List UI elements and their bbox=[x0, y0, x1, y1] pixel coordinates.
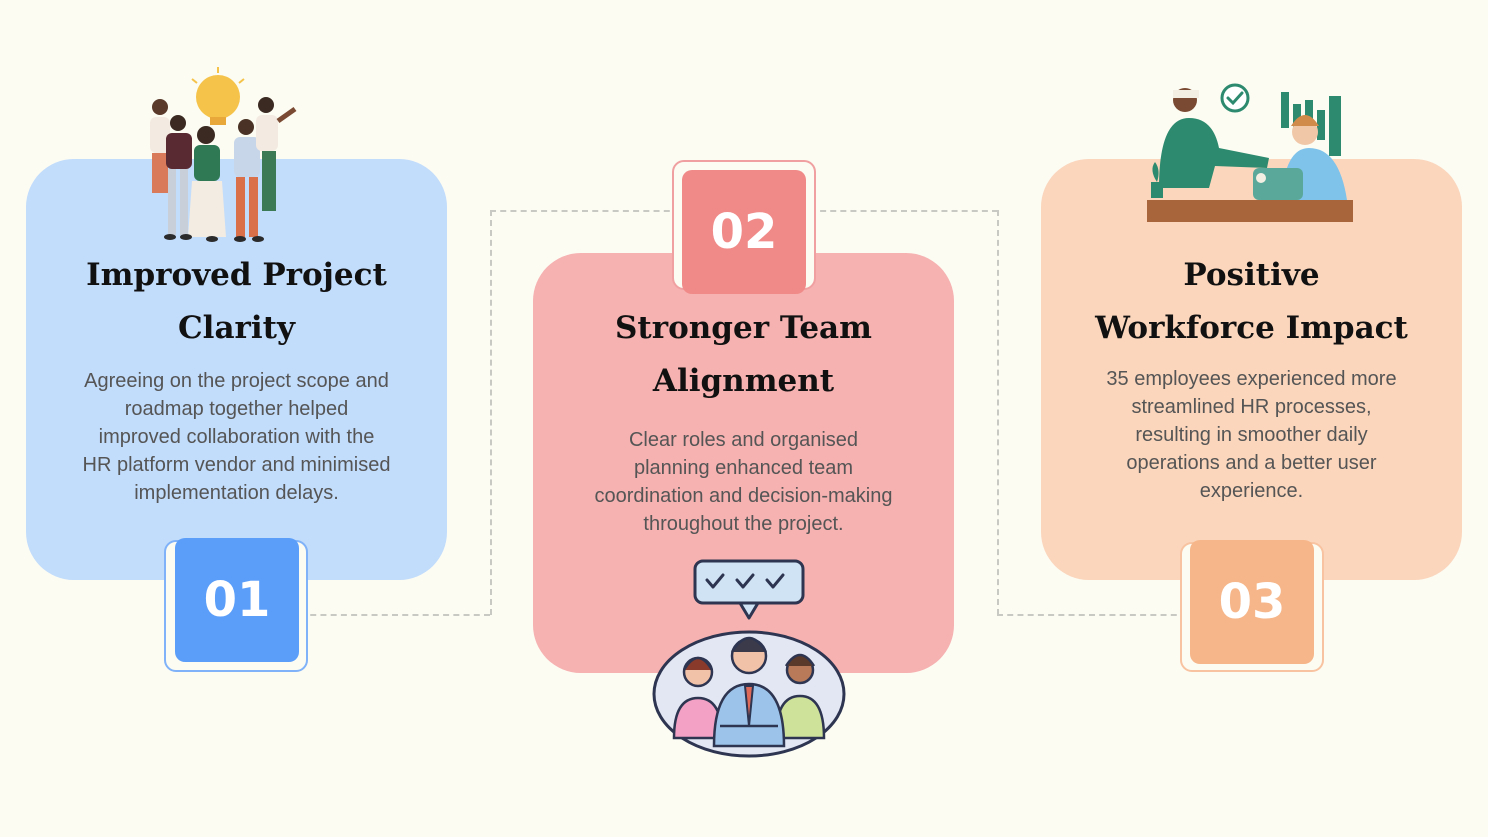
desc-line: resulting in smoother daily bbox=[1135, 424, 1368, 446]
desc-line: coordination and decision-making bbox=[594, 485, 893, 507]
step-1-number: 01 bbox=[175, 538, 299, 662]
desc-line: HR platform vendor and minimised bbox=[82, 454, 391, 476]
desc-line: Agreeing on the project scope and bbox=[84, 370, 389, 392]
team-checklist-illustration bbox=[652, 559, 846, 758]
step-2-number: 02 bbox=[682, 170, 806, 294]
step-2-title-line1: Stronger Team bbox=[615, 310, 872, 346]
desc-line: planning enhanced team bbox=[633, 457, 854, 479]
step-1-title-line1: Improved Project bbox=[86, 257, 387, 293]
connector-line-3 bbox=[810, 210, 998, 212]
desc-line: 35 employees experienced more bbox=[1106, 368, 1397, 390]
step-3-title-line1: Positive bbox=[1183, 257, 1320, 293]
step-3-title-line2: Workforce Impact bbox=[1095, 310, 1408, 346]
desc-line: implementation delays. bbox=[134, 482, 339, 504]
step-card-3 bbox=[1041, 159, 1462, 580]
step-2-title: Stronger Team Alignment bbox=[533, 302, 954, 408]
desc-line: throughout the project. bbox=[643, 513, 844, 535]
desc-line: operations and a better user bbox=[1126, 452, 1377, 474]
desc-line: roadmap together helped bbox=[124, 398, 349, 420]
step-2-description: Clear roles and organised planning enhan… bbox=[533, 426, 954, 538]
step-2-title-line2: Alignment bbox=[652, 363, 835, 399]
office-handshake-illustration bbox=[1147, 83, 1353, 222]
connector-line-2 bbox=[490, 210, 680, 212]
connector-line-3-vertical bbox=[997, 210, 999, 615]
step-3-description: 35 employees experienced more streamline… bbox=[1041, 365, 1462, 505]
team-lightbulb-illustration bbox=[150, 67, 297, 242]
step-3-number: 03 bbox=[1190, 540, 1314, 664]
desc-line: improved collaboration with the bbox=[98, 426, 375, 448]
connector-line-1-vertical bbox=[490, 210, 492, 615]
step-1-title-line2: Clarity bbox=[178, 310, 295, 346]
step-1-description: Agreeing on the project scope and roadma… bbox=[26, 367, 447, 507]
step-3-title: Positive Workforce Impact bbox=[1041, 249, 1462, 355]
desc-line: Clear roles and organised bbox=[628, 429, 859, 451]
connector-line-4 bbox=[997, 614, 1187, 616]
step-1-title: Improved Project Clarity bbox=[26, 249, 447, 355]
desc-line: experience. bbox=[1199, 480, 1304, 502]
connector-line-1 bbox=[300, 614, 490, 616]
desc-line: streamlined HR processes, bbox=[1131, 396, 1372, 418]
